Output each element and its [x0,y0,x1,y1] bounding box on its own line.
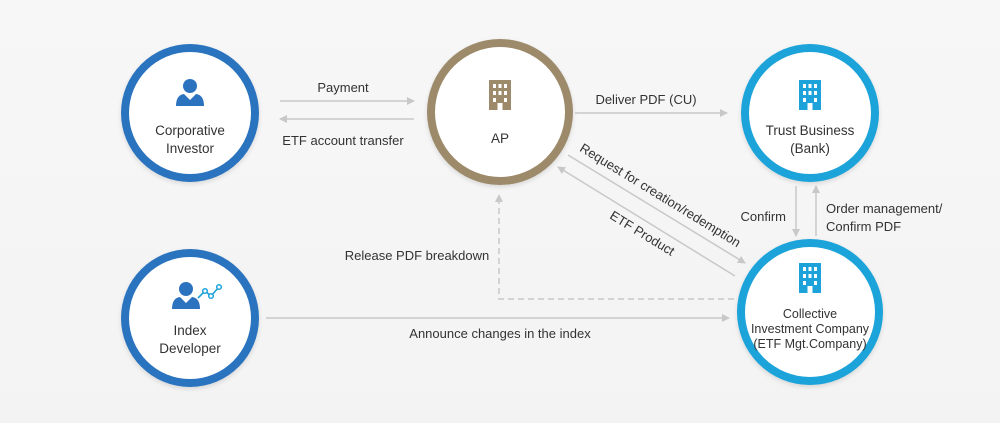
confirm-label: Confirm [740,209,786,224]
person-icon [176,79,204,106]
request-creation-arrow [567,154,746,264]
trust-business-line2: (Bank) [790,141,830,156]
etf-account-transfer-label: ETF account transfer [282,133,404,148]
building-icon [799,263,821,293]
collective-investment-line1: Collective [783,307,837,321]
node-corporative-investor: Corporative Investor [121,44,259,182]
person-chart-icon [172,282,223,309]
request-creation-label: Request for creation/redemption [577,140,743,250]
node-collective-investment: Collective Investment Company (ETF Mgt.C… [737,239,883,385]
collective-investment-line2: Investment Company [751,322,870,336]
deliver-pdf-label: Deliver PDF (CU) [595,92,696,107]
node-index-developer: Index Developer [121,249,259,387]
announce-changes-label: Announce changes in the index [409,326,591,341]
corporative-investor-line1: Corporative [155,123,225,138]
node-trust-business: Trust Business (Bank) [741,44,879,182]
etf-product-arrow [557,166,736,277]
arrows [266,97,820,322]
corporative-investor-line2: Investor [166,141,215,156]
node-ap: AP [427,39,573,185]
order-management-label-2: Confirm PDF [826,219,901,234]
index-developer-line2: Developer [159,341,221,356]
index-developer-line1: Index [173,323,206,338]
building-icon [799,80,821,110]
release-pdf-arrow [495,194,734,300]
release-pdf-label: Release PDF breakdown [345,248,490,263]
trust-business-line1: Trust Business [766,123,855,138]
ap-label: AP [491,131,509,146]
payment-label: Payment [317,80,369,95]
building-icon [489,80,511,110]
order-management-label-1: Order management/ [826,201,943,216]
collective-investment-line3: (ETF Mgt.Company) [753,337,866,351]
